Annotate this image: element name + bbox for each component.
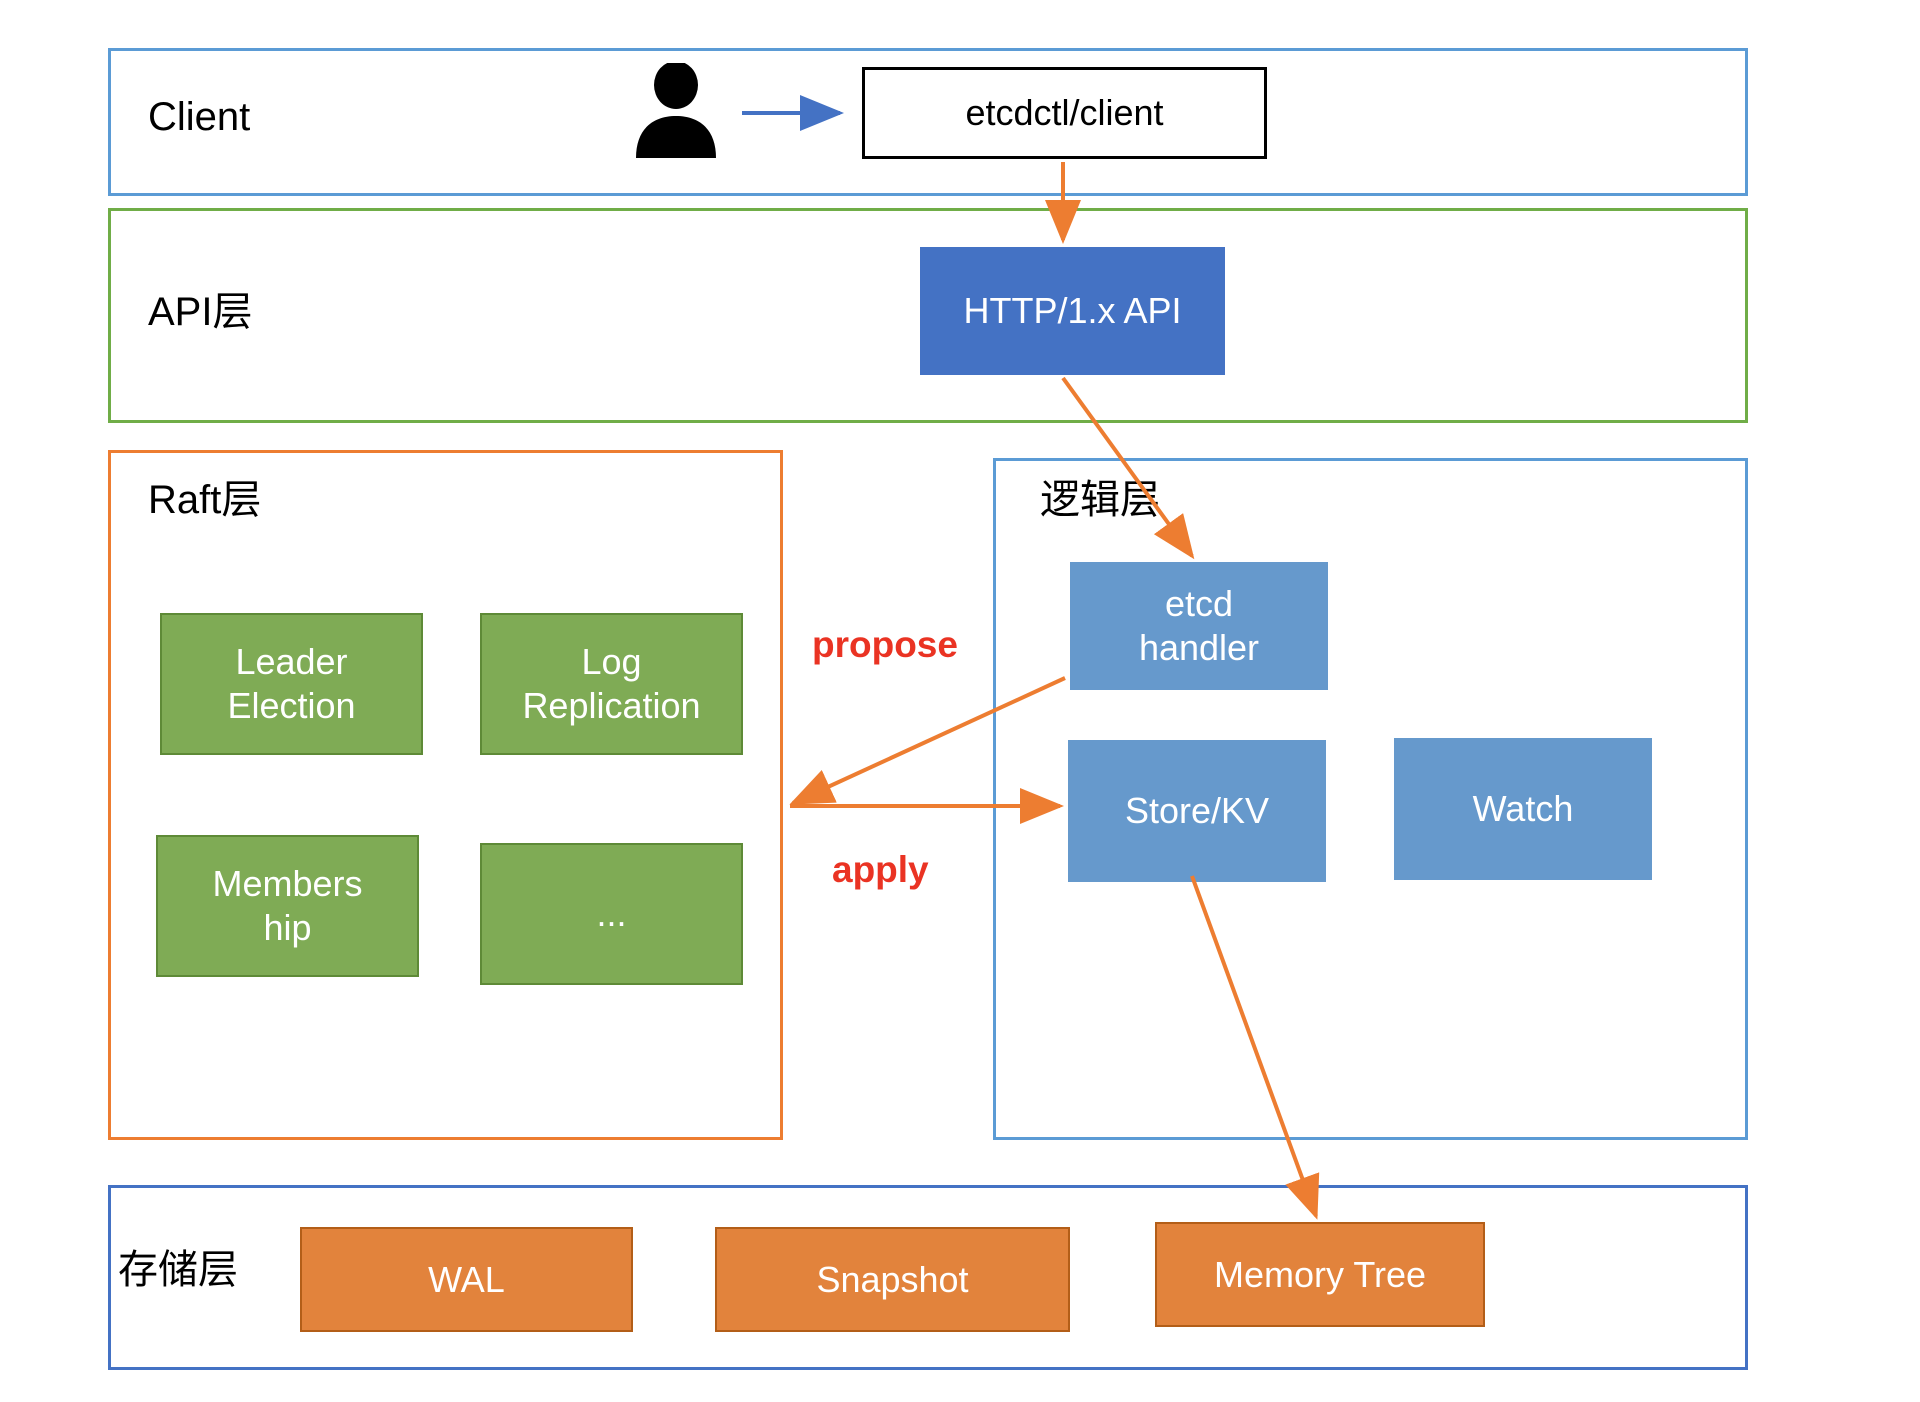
raft-layer-frame <box>108 450 783 1140</box>
node-memory-tree[interactable]: Memory Tree <box>1155 1222 1485 1327</box>
person-icon <box>626 61 726 158</box>
api-layer-title: API层 <box>148 290 253 334</box>
node-log-replication[interactable]: Log Replication <box>480 613 743 755</box>
node-etcd-handler[interactable]: etcd handler <box>1070 562 1328 690</box>
logic-layer-title: 逻辑层 <box>1040 478 1160 522</box>
api-layer-frame <box>108 208 1748 423</box>
node-more-ellipsis[interactable]: ... <box>480 843 743 985</box>
node-membership[interactable]: Members hip <box>156 835 419 977</box>
node-etcdctl-client[interactable]: etcdctl/client <box>862 67 1267 159</box>
node-wal[interactable]: WAL <box>300 1227 633 1332</box>
raft-layer-title: Raft层 <box>148 478 262 522</box>
node-watch[interactable]: Watch <box>1394 738 1652 880</box>
edge-label-propose: propose <box>812 624 958 665</box>
node-http-api[interactable]: HTTP/1.x API <box>920 247 1225 375</box>
node-store-kv[interactable]: Store/KV <box>1068 740 1326 882</box>
client-layer-frame <box>108 48 1748 196</box>
edge-label-apply: apply <box>832 849 929 890</box>
client-layer-title: Client <box>148 95 251 139</box>
storage-layer-frame <box>108 1185 1748 1370</box>
storage-layer-title: 存储层 <box>118 1248 238 1292</box>
node-snapshot[interactable]: Snapshot <box>715 1227 1070 1332</box>
node-leader-election[interactable]: Leader Election <box>160 613 423 755</box>
